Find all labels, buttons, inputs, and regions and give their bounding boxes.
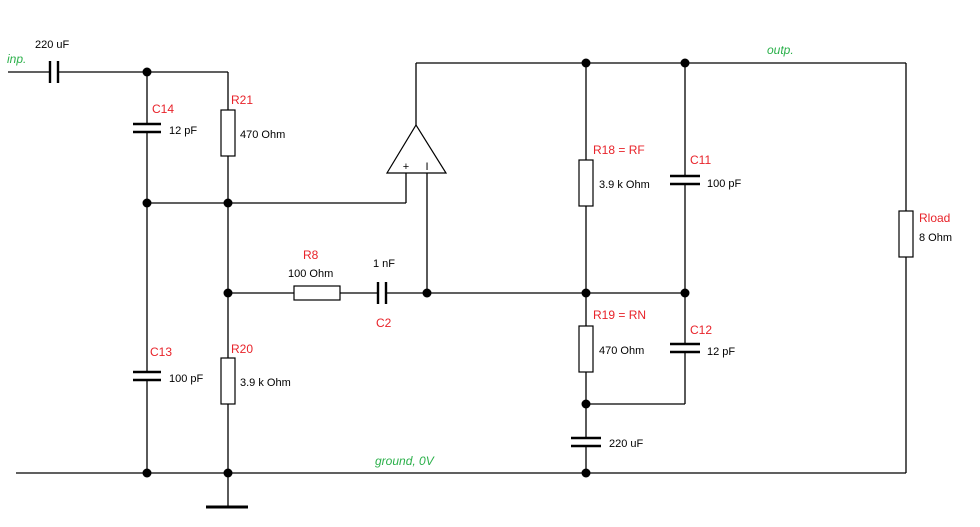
capacitor-c11 (670, 174, 700, 186)
opamp-plus-sign: + (403, 161, 409, 173)
net-label-input: inp. (7, 52, 26, 66)
r8-ref: R8 (303, 248, 319, 262)
c11-ref: C11 (690, 153, 711, 167)
r21-ref: R21 (231, 93, 253, 107)
r18-value: 3.9 k Ohm (599, 179, 650, 191)
capacitor-c12 (670, 342, 700, 354)
c14-value: 12 pF (169, 125, 197, 137)
c2-value: 1 nF (373, 258, 395, 270)
capacitor-c14 (133, 122, 161, 134)
r19-ref: R19 = RN (593, 308, 646, 322)
resistor-r8 (293, 285, 341, 301)
c-feedback-value: 220 uF (609, 438, 644, 450)
capacitor-c-feedback (571, 436, 601, 448)
r18-ref: R18 = RF (593, 143, 645, 157)
opamp: + I (385, 123, 448, 174)
rload-ref: Rload (919, 211, 950, 225)
c12-value: 12 pF (707, 346, 735, 358)
opamp-minus-sign: I (425, 161, 428, 173)
net-label-ground: ground, 0V (375, 454, 435, 468)
capacitor-c2 (376, 282, 388, 304)
c13-ref: C13 (150, 345, 172, 359)
wires (8, 62, 907, 509)
rload-value: 8 Ohm (919, 232, 952, 244)
junction-dots (142, 58, 690, 478)
c14-ref: C14 (152, 102, 174, 116)
r8-value: 100 Ohm (288, 268, 333, 280)
r21-value: 470 Ohm (240, 129, 285, 141)
resistor-rload (898, 210, 914, 258)
resistor-r18 (578, 159, 594, 207)
c11-value: 100 pF (707, 178, 742, 190)
resistor-r19 (578, 325, 594, 373)
capacitor-c-in (48, 61, 60, 83)
r20-value: 3.9 k Ohm (240, 377, 291, 389)
c-in-value: 220 uF (35, 39, 70, 51)
c2-ref: C2 (376, 316, 392, 330)
net-label-output: outp. (767, 43, 794, 57)
opamp-triangle (385, 123, 448, 174)
resistor-r21 (220, 109, 236, 157)
c12-ref: C12 (690, 323, 712, 337)
capacitor-c13 (133, 370, 161, 382)
c13-value: 100 pF (169, 373, 204, 385)
r19-value: 470 Ohm (599, 345, 644, 357)
r20-ref: R20 (231, 342, 253, 356)
resistor-r20 (220, 357, 236, 405)
